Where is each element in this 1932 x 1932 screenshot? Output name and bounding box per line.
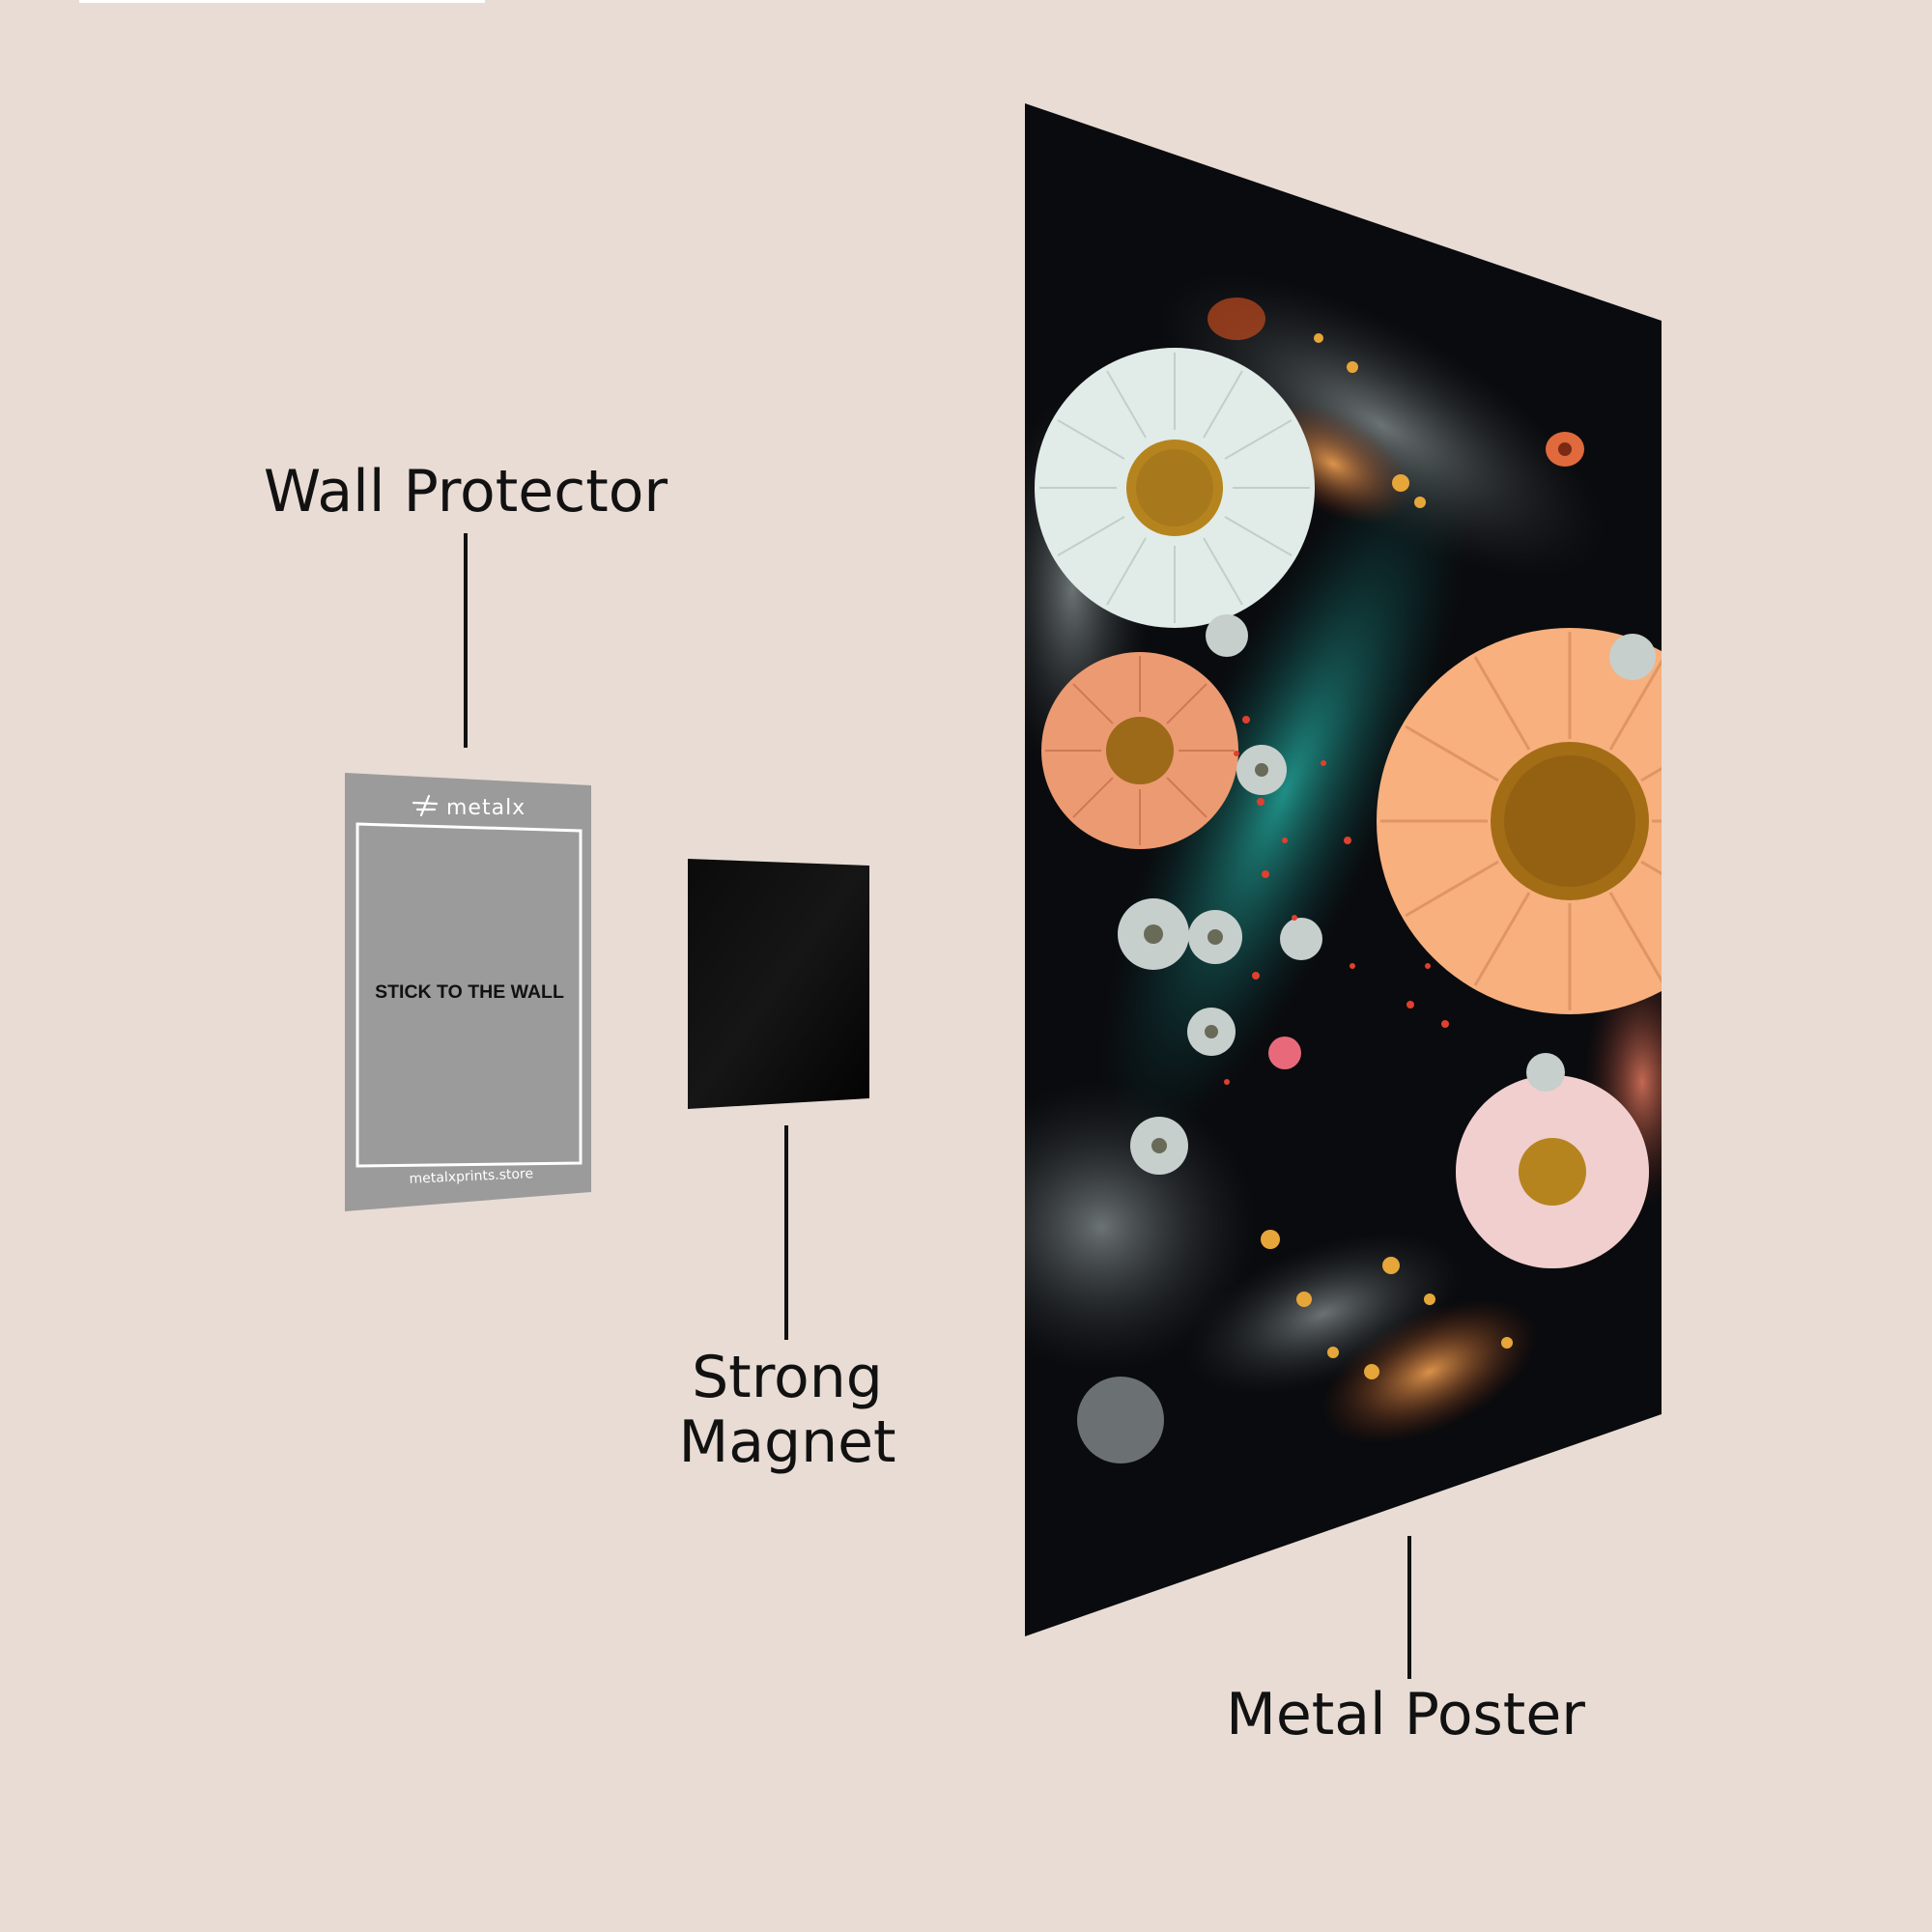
strong-magnet-label: Strong Magnet [638,1344,937,1477]
strong-magnet-label-line2: Magnet [678,1408,896,1477]
wall-protector-leader-line [464,533,468,748]
strong-magnet-label-line1: Strong [692,1344,883,1411]
metalx-logo-icon [412,794,439,817]
wall-protector: metalx STICK TO THE WALL metalxprints.st… [345,773,591,1211]
metal-poster [1025,103,1662,1636]
website-text: metalxprints.store [409,1166,533,1187]
red-specks [1224,716,1449,1085]
wall-protector-label: Wall Protector [263,458,668,526]
metal-poster-label: Metal Poster [1226,1681,1585,1748]
orange-daisy-small [1041,652,1238,849]
strong-magnet [688,859,869,1109]
top-edge-bar [79,0,485,3]
orange-daisy-large [1377,628,1662,1014]
white-pink-daisy [1456,1075,1649,1268]
pink-flower [1268,1037,1301,1069]
metal-poster-leader-line [1407,1536,1411,1679]
small-daisy-centers [1144,763,1268,1153]
strong-magnet-leader-line [784,1125,788,1340]
stick-to-wall-text: STICK TO THE WALL [375,981,564,1003]
white-daisy-top [1035,348,1315,628]
gold-specks [1261,333,1513,1379]
brand-logo-text: metalx [446,796,526,820]
